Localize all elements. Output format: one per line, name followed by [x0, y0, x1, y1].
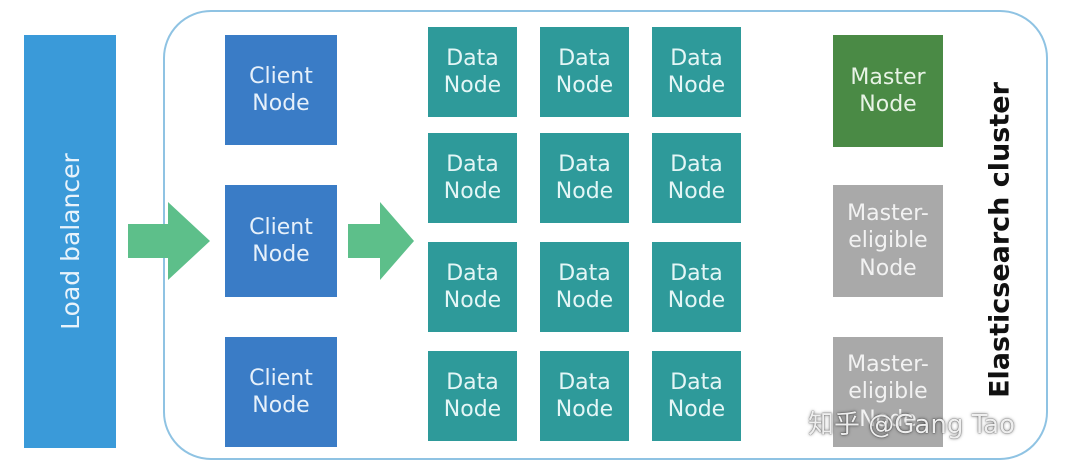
client-node: Client Node	[225, 185, 337, 297]
data-node: Data Node	[652, 27, 741, 117]
data-node: Data Node	[652, 351, 741, 441]
watermark: 知乎 @Gang Tao	[808, 410, 1016, 440]
master-node: Master Node	[833, 35, 943, 147]
data-node: Data Node	[540, 27, 629, 117]
load-balancer-label: Load balancer	[55, 153, 85, 330]
data-node: Data Node	[540, 242, 629, 332]
data-node: Data Node	[652, 242, 741, 332]
data-node: Data Node	[540, 351, 629, 441]
data-node: Data Node	[428, 133, 517, 223]
arrow-client-to-data-icon	[348, 202, 414, 280]
master-eligible-node: Master- eligible Node	[833, 185, 943, 297]
arrow-lb-to-client-icon	[128, 202, 210, 280]
load-balancer-box: Load balancer	[24, 35, 116, 448]
data-node: Data Node	[428, 242, 517, 332]
data-node: Data Node	[428, 27, 517, 117]
data-node: Data Node	[428, 351, 517, 441]
data-node: Data Node	[540, 133, 629, 223]
cluster-label: Elasticsearch cluster	[984, 82, 1016, 398]
data-node: Data Node	[652, 133, 741, 223]
client-node: Client Node	[225, 337, 337, 447]
master-eligible-node: Master- eligible Node	[833, 337, 943, 447]
client-node: Client Node	[225, 35, 337, 145]
